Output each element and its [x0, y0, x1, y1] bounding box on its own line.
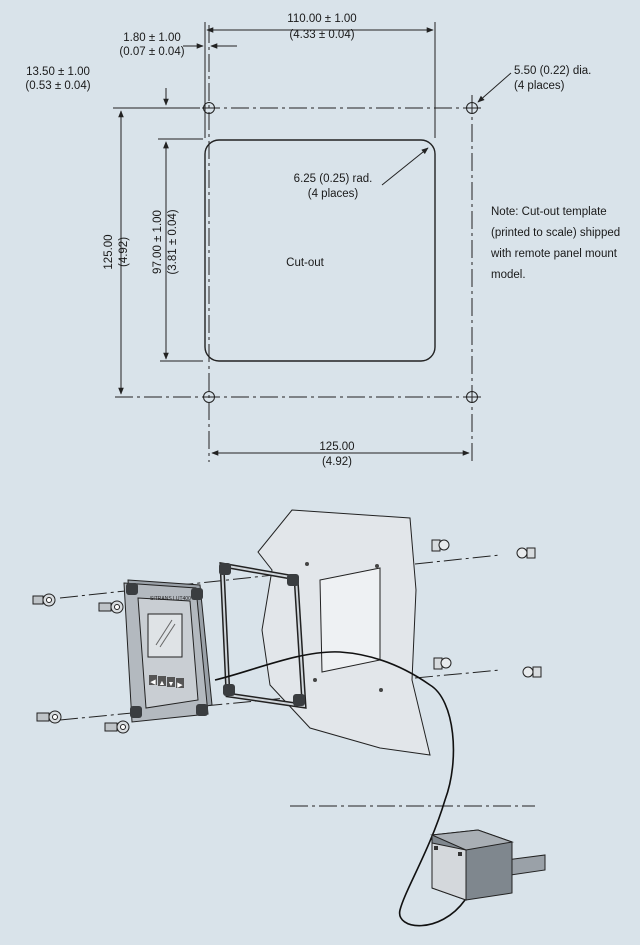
dim-height-97-in: (3.81 ± 0.04)	[167, 209, 179, 274]
cutout-drawing: Cut-out 110.00 ± 1.00 (4.33 ± 0.04) 1.80…	[25, 13, 620, 468]
dim-offset-180: 1.80 ± 1.00	[123, 32, 180, 44]
dim-width-110: 110.00 ± 1.00	[287, 13, 356, 25]
gasket-frame	[219, 561, 307, 709]
transducer-module	[430, 829, 546, 901]
assembly-illustration: SITRANS LUT400 ◀ ▲ ▼ ▶	[32, 509, 546, 927]
dim-offset-1350-in: (0.53 ± 0.04)	[25, 80, 90, 92]
assembly-centerline	[414, 554, 501, 565]
leader-corner-rad	[381, 147, 429, 186]
screw	[104, 720, 130, 734]
leader-hole-dia	[477, 72, 512, 103]
dim-offset-1350: 13.50 ± 1.00	[26, 66, 90, 78]
assembly-centerline	[414, 669, 501, 679]
nut	[431, 539, 450, 552]
key-left: ◀	[150, 679, 156, 686]
note-line: with remote panel mount	[490, 248, 618, 260]
cutout-label: Cut-out	[286, 257, 325, 269]
keypad: ◀ ▲ ▼ ▶	[149, 675, 184, 689]
note-line: Note: Cut-out template	[491, 206, 607, 218]
nut	[433, 657, 452, 670]
key-up: ▲	[159, 680, 166, 687]
nut	[522, 666, 542, 678]
dim-corner-rad-places: (4 places)	[308, 188, 359, 200]
note: Note: Cut-out template (printed to scale…	[490, 206, 620, 281]
dim-height-125-in: (4.92)	[118, 237, 130, 267]
key-down: ▼	[168, 681, 175, 688]
connection-cable	[214, 651, 466, 927]
display-screen	[147, 613, 183, 658]
cutout-outline	[204, 139, 436, 362]
dim-width-125-in: (4.92)	[322, 456, 352, 468]
mounting-hole	[203, 102, 215, 114]
dim-height-125: 125.00	[103, 234, 115, 269]
screw	[98, 600, 124, 614]
mounting-hole	[466, 391, 478, 403]
note-line: model.	[491, 269, 526, 281]
mounting-hole	[203, 391, 215, 403]
mounting-holes	[203, 102, 478, 403]
display-brand: SITRANS LUT400	[150, 596, 191, 602]
mounting-panel	[257, 509, 431, 756]
dim-hole-dia: 5.50 (0.22) dia.	[514, 65, 591, 77]
dim-hole-dia-places: (4 places)	[514, 80, 565, 92]
dim-offset-180-in: (0.07 ± 0.04)	[119, 46, 184, 58]
note-line: (printed to scale) shipped	[491, 227, 620, 239]
assembly-centerline	[59, 561, 396, 599]
screw	[32, 593, 56, 607]
dim-height-97: 97.00 ± 1.00	[152, 210, 164, 274]
display-unit: SITRANS LUT400 ◀ ▲ ▼ ▶	[123, 579, 213, 723]
fasteners	[32, 539, 542, 734]
dim-corner-rad: 6.25 (0.25) rad.	[294, 173, 373, 185]
screw	[36, 710, 62, 724]
mounting-hole	[466, 102, 478, 114]
nut	[516, 547, 536, 559]
key-right: ▶	[177, 682, 183, 689]
dim-width-125: 125.00	[319, 441, 354, 453]
dim-width-110-in: (4.33 ± 0.04)	[289, 29, 354, 41]
